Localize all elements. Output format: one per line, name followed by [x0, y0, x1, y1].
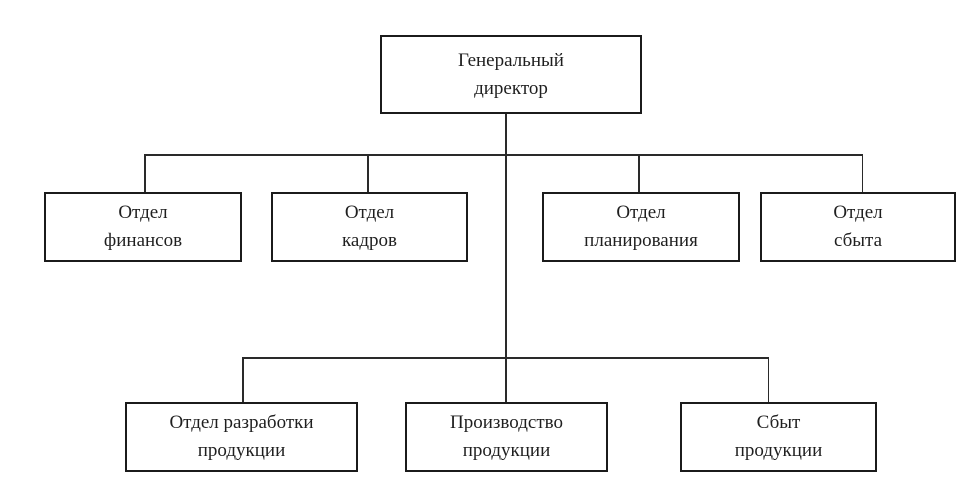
node-sales-dept: Отдел сбыта	[760, 192, 956, 262]
connector-level2-bus	[144, 154, 863, 156]
node-general-director: Генеральный директор	[380, 35, 642, 114]
connector-drop-product-development	[242, 357, 244, 402]
node-finance-dept: Отдел финансов	[44, 192, 242, 262]
node-product-development: Отдел разработки продукции	[125, 402, 358, 472]
connector-drop-sales	[861, 154, 863, 192]
connector-level3-bus	[242, 357, 769, 359]
connector-drop-finance	[144, 154, 146, 192]
connector-drop-planning	[638, 154, 640, 192]
connector-root-stem	[505, 114, 507, 402]
node-production: Производство продукции	[405, 402, 608, 472]
node-hr-dept: Отдел кадров	[271, 192, 468, 262]
connector-drop-hr	[367, 154, 369, 192]
connector-drop-product-sales	[767, 357, 769, 402]
node-planning-dept: Отдел планирования	[542, 192, 740, 262]
node-product-sales: Сбыт продукции	[680, 402, 877, 472]
